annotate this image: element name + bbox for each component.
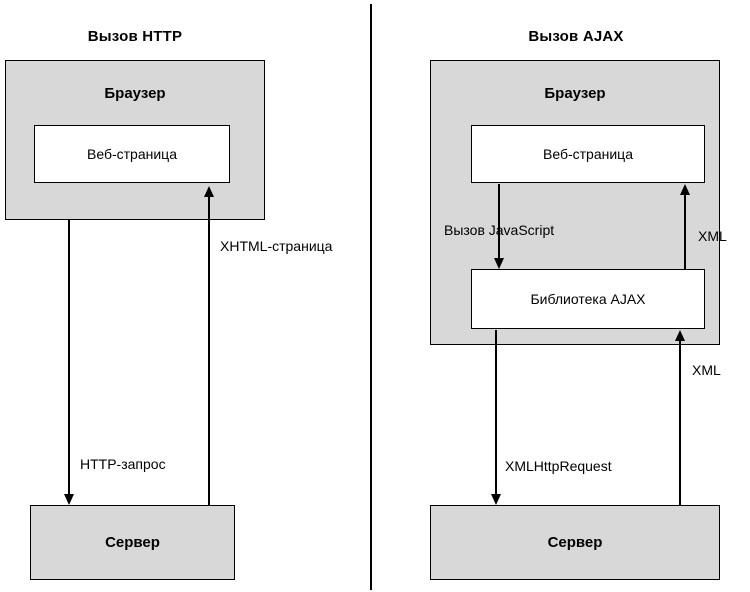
xmlhttprequest-arrow-line xyxy=(495,330,497,501)
js-call-arrow-line xyxy=(498,184,500,265)
http-panel-title: Вызов HTTP xyxy=(87,28,183,45)
ajax-browser-label: Браузер xyxy=(544,85,606,102)
http-request-arrowhead-icon xyxy=(64,494,74,505)
xhtml-response-arrowhead-icon xyxy=(204,186,214,197)
http-request-arrow-line xyxy=(68,220,70,501)
http-webpage-box: Веб-страница xyxy=(34,125,230,183)
xmlhttprequest-arrow xyxy=(491,330,501,505)
ajax-browser-box: Браузер Веб-страница Библиотека AJAX xyxy=(430,60,720,345)
http-server-label: Сервер xyxy=(105,534,160,551)
http-browser-label: Браузер xyxy=(104,85,166,102)
http-browser-box: Браузер Веб-страница xyxy=(5,60,265,220)
xmlhttprequest-arrowhead-icon xyxy=(491,494,501,505)
ajax-server-box: Сервер xyxy=(430,505,720,580)
ajax-panel-title: Вызов AJAX xyxy=(528,28,624,45)
js-call-label: Вызов JavaScript xyxy=(444,222,555,238)
xml-to-page-arrow xyxy=(680,184,690,269)
ajax-server-label: Сервер xyxy=(547,534,603,551)
xml-to-library-arrow-line xyxy=(679,334,681,505)
js-call-arrowhead-icon xyxy=(494,258,504,269)
xml-to-library-label: XML xyxy=(692,362,721,378)
ajax-webpage-box: Веб-страница xyxy=(471,125,705,183)
http-webpage-label: Веб-страница xyxy=(87,146,177,162)
xml-to-page-label: XML xyxy=(698,228,727,244)
ajax-webpage-label: Веб-страница xyxy=(543,146,633,162)
js-call-arrow xyxy=(494,184,504,269)
http-request-arrow xyxy=(64,220,74,505)
xml-to-page-arrow-line xyxy=(684,188,686,269)
http-request-label: HTTP-запрос xyxy=(80,456,166,472)
xml-to-library-arrow xyxy=(675,330,685,505)
panel-divider-line xyxy=(370,4,372,590)
ajax-library-label: Библиотека AJAX xyxy=(530,291,646,307)
xhtml-response-label: XHTML-страница xyxy=(220,238,333,254)
xhtml-response-arrow-line xyxy=(208,190,210,505)
http-server-box: Сервер xyxy=(30,505,235,580)
xml-to-page-arrowhead-icon xyxy=(680,184,690,195)
xmlhttprequest-label: XMLHttpRequest xyxy=(505,458,612,474)
ajax-library-box: Библиотека AJAX xyxy=(471,269,705,329)
xhtml-response-arrow xyxy=(204,186,214,505)
xml-to-library-arrowhead-icon xyxy=(675,330,685,341)
